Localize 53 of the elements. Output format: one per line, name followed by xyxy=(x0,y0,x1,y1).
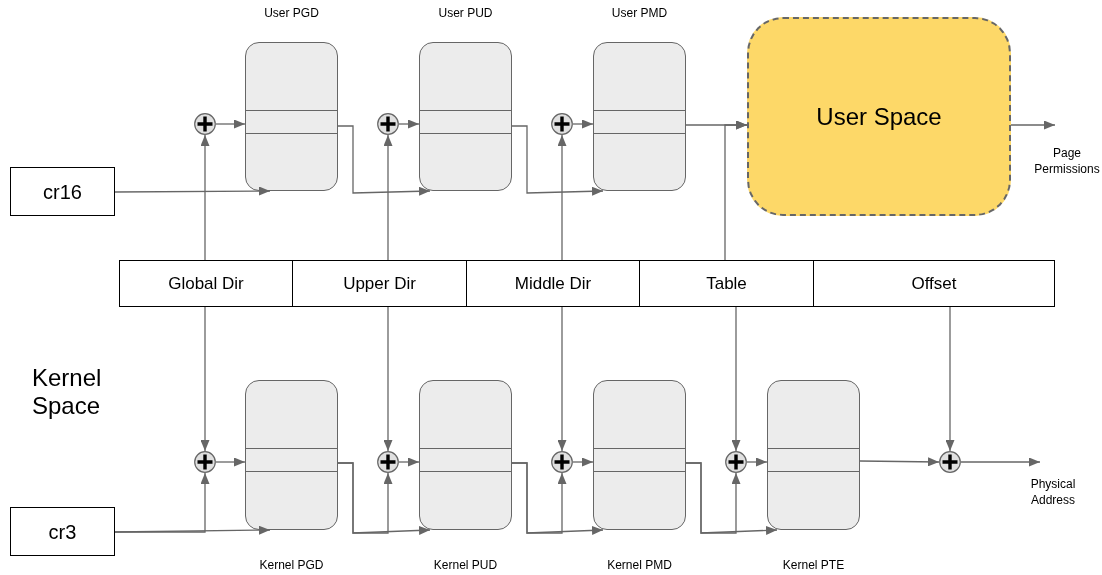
table-heading: Kernel PTE xyxy=(781,557,846,574)
adder-circle xyxy=(551,451,573,473)
region-title: User Space xyxy=(816,101,942,132)
table-heading: User PMD xyxy=(610,5,669,22)
arrow xyxy=(746,457,768,467)
adder-circle xyxy=(377,451,399,473)
arrow xyxy=(1010,120,1056,130)
arrow xyxy=(114,472,210,533)
arrow xyxy=(200,134,210,261)
arrow xyxy=(337,462,393,534)
adder-circle xyxy=(377,113,399,135)
register-box: cr3 xyxy=(10,507,115,556)
arrow xyxy=(200,306,210,452)
output-label: Page Permissions xyxy=(1033,145,1101,177)
arrow xyxy=(731,306,741,452)
arrow xyxy=(215,457,246,467)
table-heading: User PUD xyxy=(437,5,494,22)
adder-circle xyxy=(194,113,216,135)
arrow xyxy=(572,119,594,129)
arrow xyxy=(114,186,271,196)
arrow xyxy=(685,462,741,534)
arrow xyxy=(383,134,393,261)
arrow xyxy=(398,119,420,129)
arrow xyxy=(572,457,594,467)
arrow xyxy=(383,306,393,452)
adder-circle xyxy=(939,451,961,473)
adder-circle xyxy=(725,451,747,473)
arrow xyxy=(724,120,748,261)
arrow xyxy=(337,125,431,196)
address-field-cell: Table xyxy=(639,260,814,307)
arrow xyxy=(557,306,567,452)
arrow xyxy=(215,119,246,129)
arrow xyxy=(859,457,940,467)
address-field-cell: Offset xyxy=(813,260,1055,307)
adder-circle xyxy=(551,113,573,135)
arrow xyxy=(511,125,604,196)
address-field-cell: Middle Dir xyxy=(466,260,640,307)
arrow xyxy=(398,457,420,467)
arrow xyxy=(945,306,955,452)
region-box xyxy=(747,17,1011,216)
section-label: Kernel Space xyxy=(32,364,103,420)
table-heading: Kernel PUD xyxy=(432,557,499,574)
table-heading: Kernel PGD xyxy=(258,557,325,574)
table-heading: User PGD xyxy=(263,5,320,22)
address-field-cell: Upper Dir xyxy=(292,260,467,307)
adder-circle xyxy=(194,451,216,473)
arrow xyxy=(960,457,1041,467)
address-field-cell: Global Dir xyxy=(119,260,293,307)
register-box: cr16 xyxy=(10,167,115,216)
arrow xyxy=(557,134,567,261)
table-heading: Kernel PMD xyxy=(606,557,673,574)
output-label: Physical Address xyxy=(1029,476,1077,508)
arrow xyxy=(511,462,567,534)
